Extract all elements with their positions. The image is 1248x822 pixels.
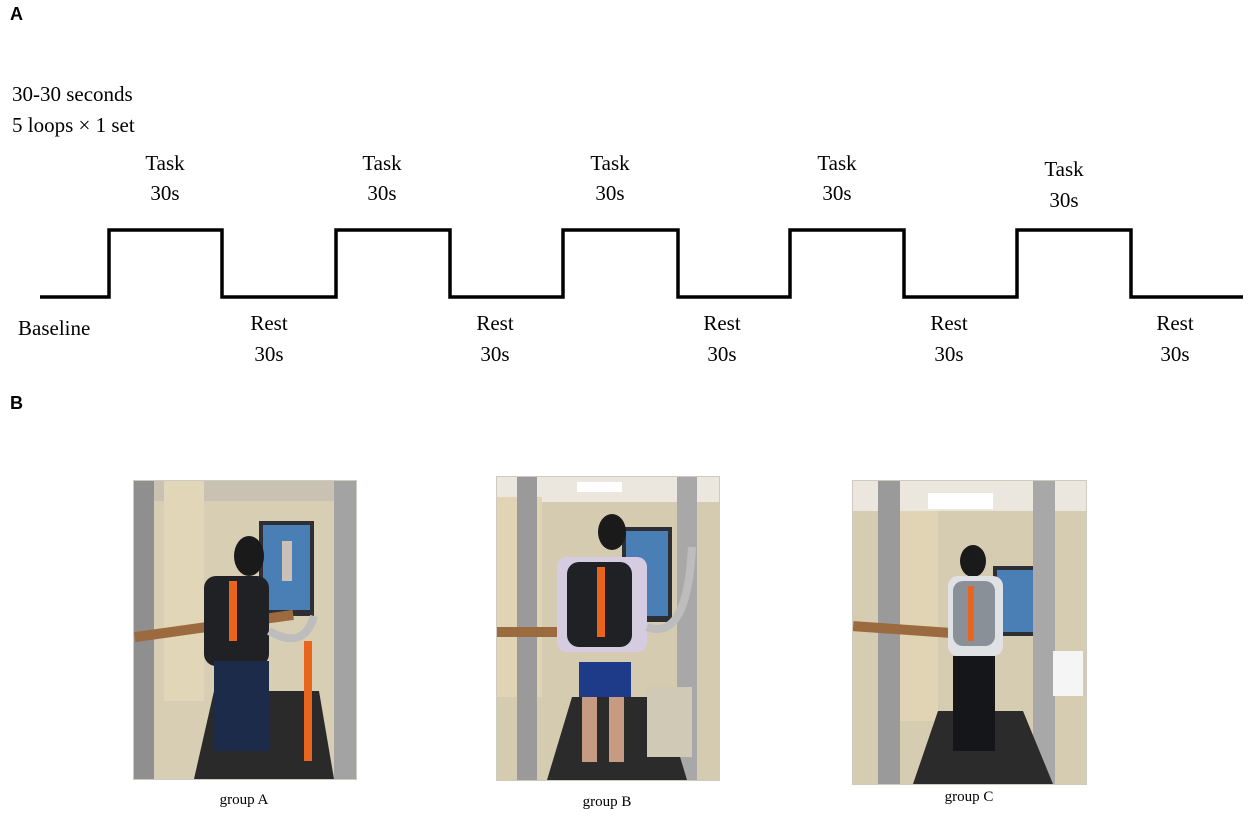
- rest-duration-3: 30s: [707, 342, 736, 366]
- photo-group-c: [852, 480, 1087, 785]
- protocol-timing-text: 30-30 seconds: [12, 82, 133, 106]
- rest-duration-1: 30s: [254, 342, 283, 366]
- caption-group-c: group C: [944, 789, 994, 805]
- rest-label-4: Rest: [930, 311, 968, 335]
- task-label-1: Task: [145, 151, 185, 175]
- task-duration-5: 30s: [1049, 188, 1078, 212]
- photo-group-b: [496, 476, 720, 781]
- task-rest-waveform: [40, 228, 1243, 299]
- rest-duration-5: 30s: [1160, 342, 1189, 366]
- rest-label-3: Rest: [703, 311, 741, 335]
- panel-label-b: B: [10, 393, 23, 413]
- caption-group-a: group A: [219, 792, 269, 808]
- task-duration-4: 30s: [822, 181, 851, 205]
- panel-label-a: A: [10, 4, 23, 24]
- block-design-diagram: Baseline Task 30s Task 30s Task 30s Task…: [18, 151, 1243, 366]
- task-label-4: Task: [817, 151, 857, 175]
- task-duration-3: 30s: [595, 181, 624, 205]
- task-label-2: Task: [362, 151, 402, 175]
- task-duration-2: 30s: [367, 181, 396, 205]
- rest-label-2: Rest: [476, 311, 514, 335]
- caption-group-b: group B: [582, 794, 632, 810]
- rest-duration-4: 30s: [934, 342, 963, 366]
- task-label-3: Task: [590, 151, 630, 175]
- task-label-5: Task: [1044, 157, 1084, 181]
- task-duration-1: 30s: [150, 181, 179, 205]
- protocol-loops-text: 5 loops × 1 set: [12, 113, 135, 137]
- rest-label-5: Rest: [1156, 311, 1194, 335]
- photo-group-a: [133, 480, 357, 780]
- protocol-description: 30-30 seconds 5 loops × 1 set: [12, 79, 135, 141]
- baseline-label: Baseline: [18, 316, 90, 340]
- rest-label-1: Rest: [250, 311, 288, 335]
- rest-duration-2: 30s: [480, 342, 509, 366]
